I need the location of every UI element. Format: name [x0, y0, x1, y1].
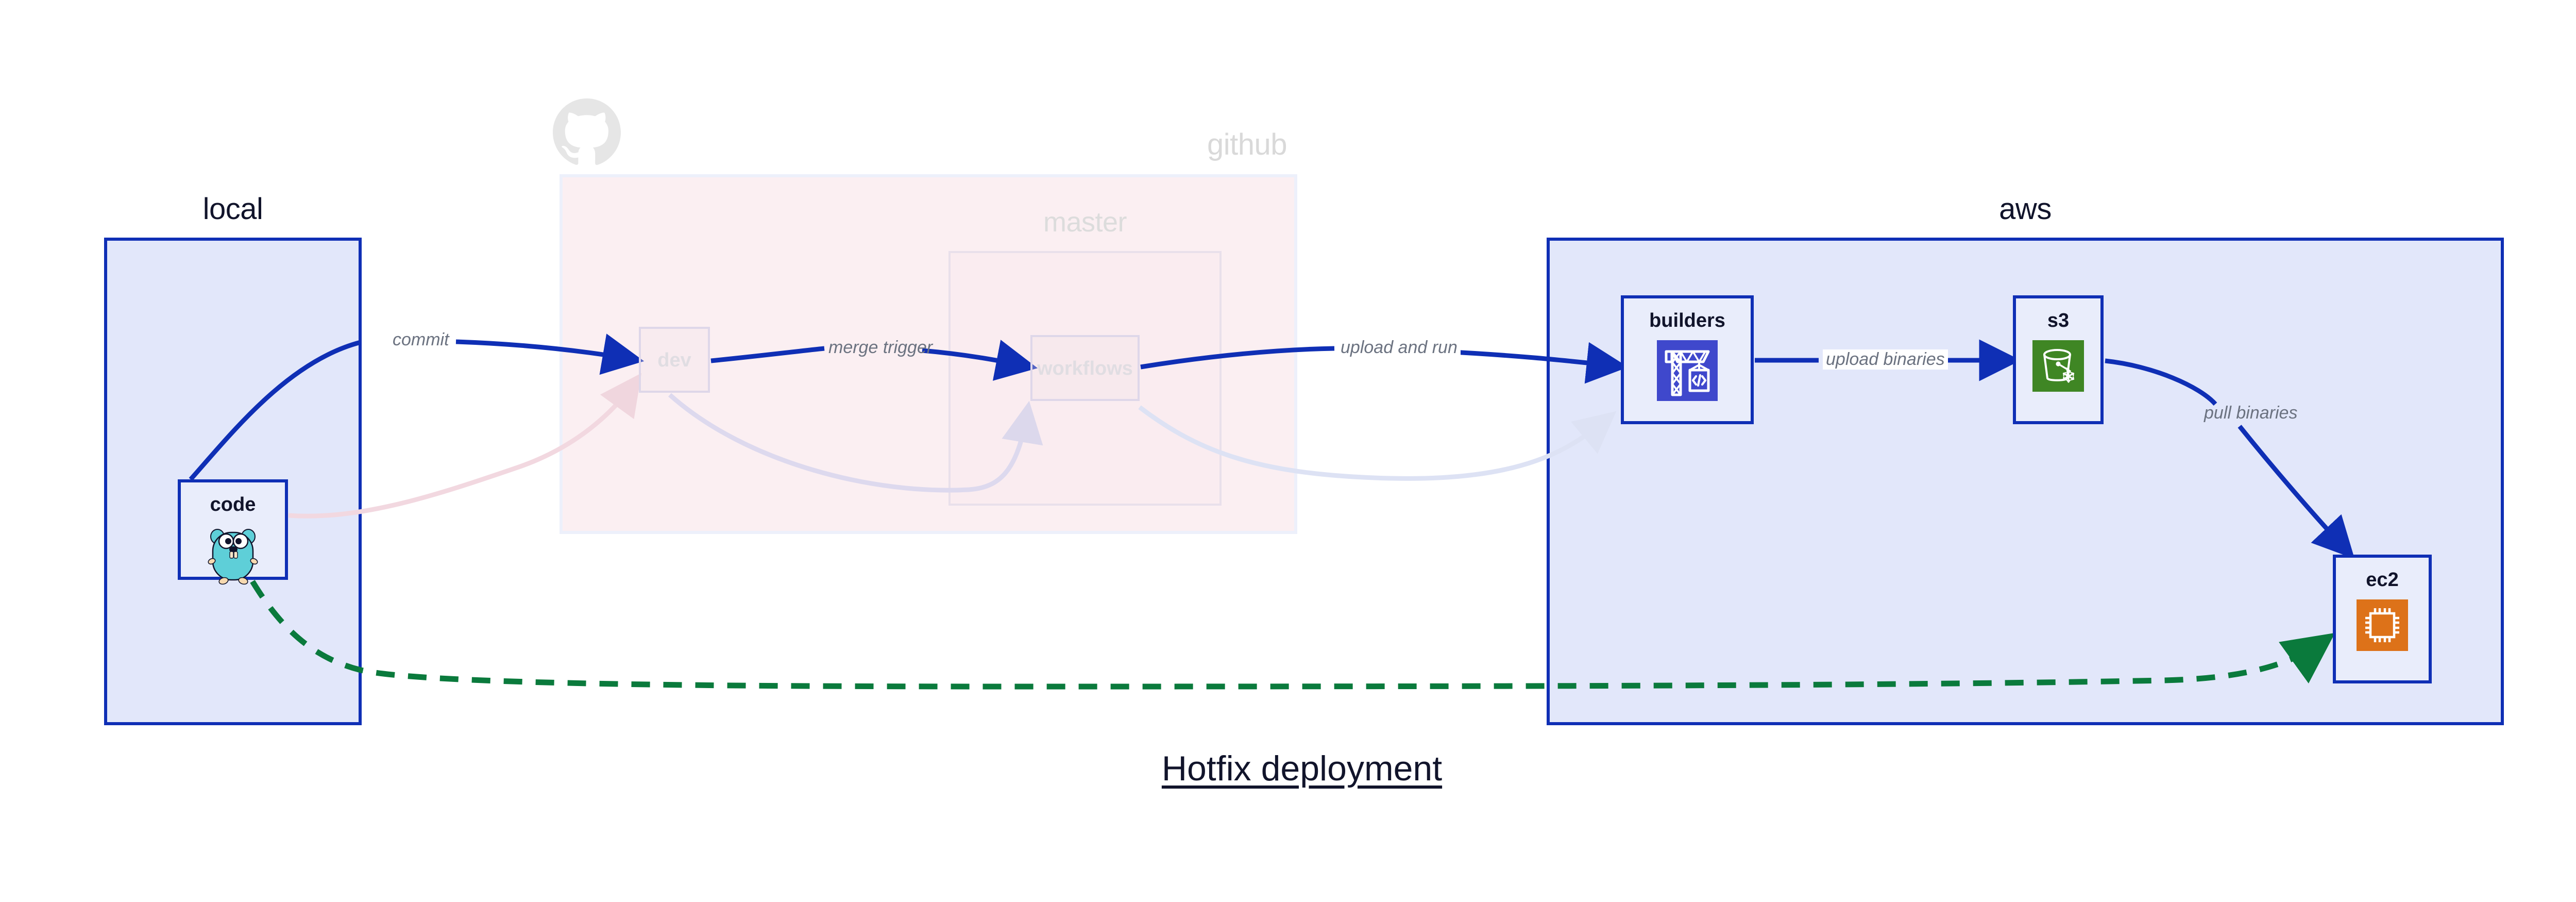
edge-label-upload-binaries: upload binaries — [1823, 349, 1948, 370]
cluster-label-local: local — [202, 192, 263, 226]
aws-ec2-chip-icon — [2357, 599, 2408, 651]
go-gopher-icon — [204, 524, 262, 585]
node-label-builders: builders — [1649, 310, 1725, 331]
cluster-label-github: github — [1207, 128, 1287, 161]
node-workflows[interactable]: workflows — [1030, 335, 1140, 401]
cluster-label-aws: aws — [1999, 192, 2052, 226]
node-label-ec2: ec2 — [2366, 569, 2399, 591]
edge-label-merge-trigger: merge trigger — [828, 338, 933, 357]
node-dev[interactable]: dev — [639, 327, 710, 393]
cluster-label-master: master — [1043, 207, 1127, 238]
node-builders[interactable]: builders — [1621, 295, 1754, 424]
aws-s3-glacier-bucket-icon — [2032, 340, 2084, 392]
node-ec2[interactable]: ec2 — [2333, 555, 2432, 683]
edge-label-pull-binaries: pull binaries — [2204, 403, 2298, 423]
node-label-workflows: workflows — [1037, 358, 1133, 379]
edge-label-commit: commit — [389, 330, 452, 350]
aws-codebuild-crane-icon — [1657, 340, 1718, 401]
node-s3[interactable]: s3 — [2013, 295, 2104, 424]
node-code[interactable]: code — [178, 479, 288, 585]
node-label-dev: dev — [657, 349, 691, 371]
node-label-s3: s3 — [2047, 310, 2070, 331]
node-label-code: code — [210, 494, 256, 515]
diagram-title: Hotfix deployment — [1161, 749, 1443, 788]
edge-label-upload-and-run: upload and run — [1337, 338, 1461, 358]
